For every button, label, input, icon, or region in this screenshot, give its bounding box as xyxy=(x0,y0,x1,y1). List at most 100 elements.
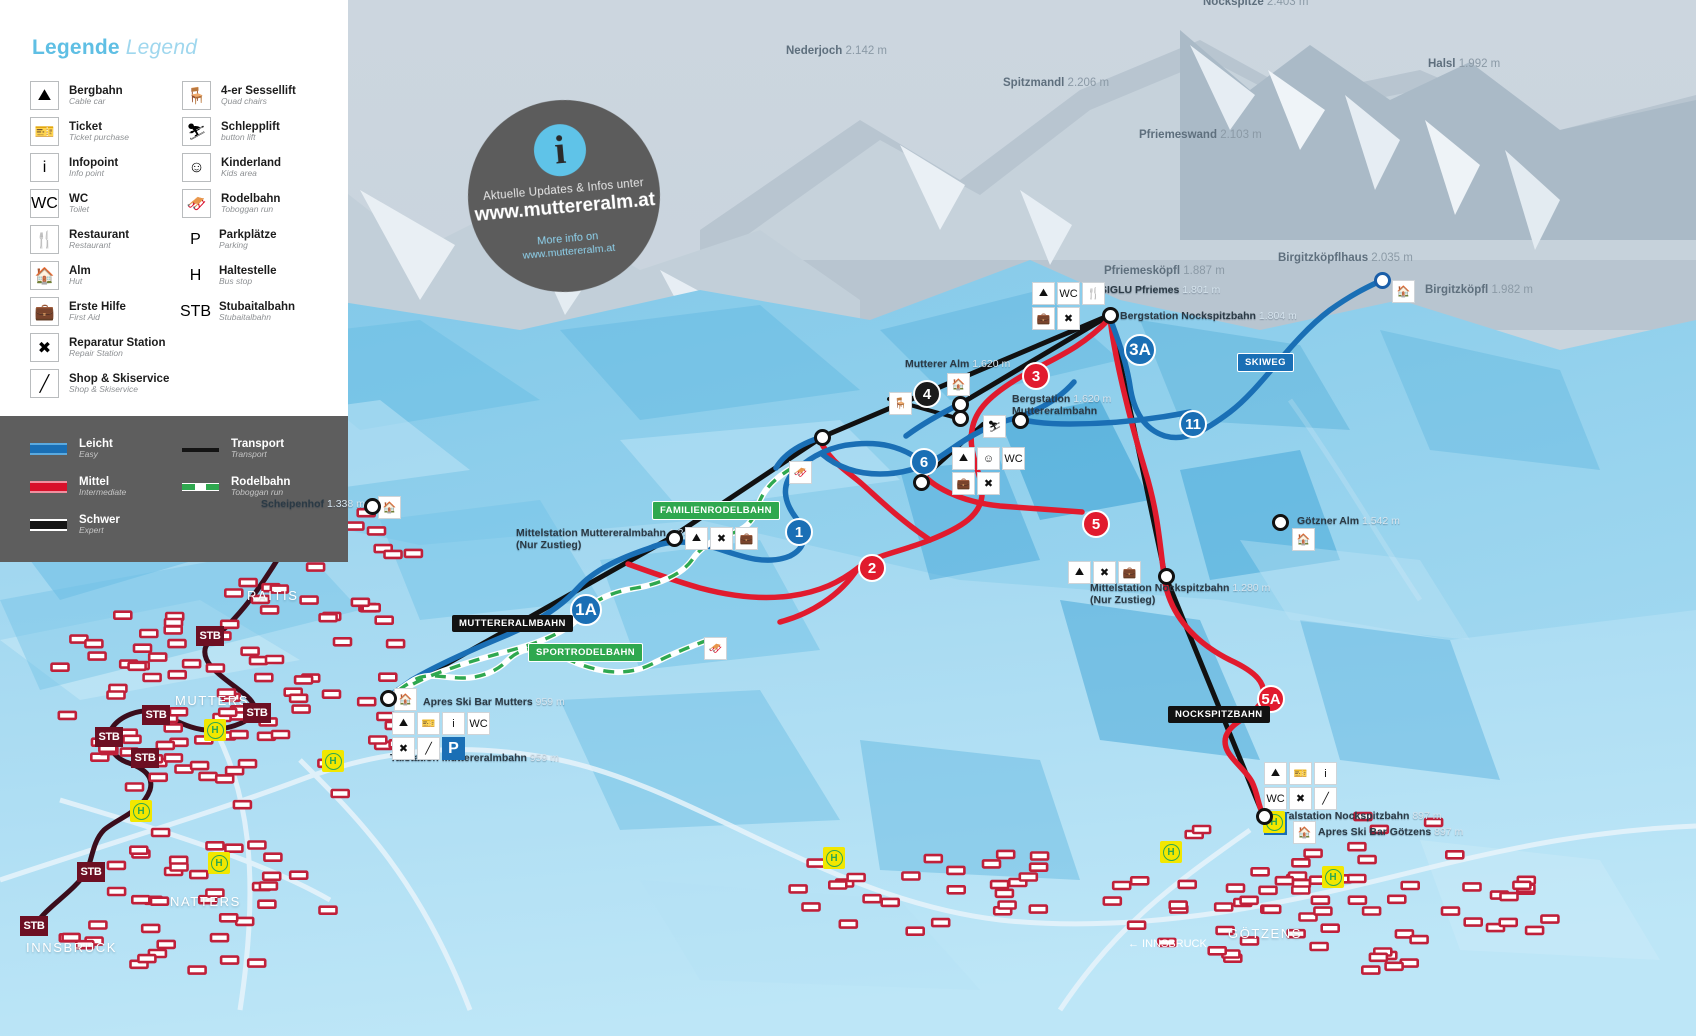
button-lift-icon-mutterer[interactable]: ⛷ xyxy=(983,415,1006,438)
bus-stop-icon[interactable]: H xyxy=(322,750,344,772)
stubaitalbahn-icon[interactable]: STB xyxy=(142,705,170,725)
hut-icon-apres-ski-mutters[interactable]: 🏠 xyxy=(394,688,417,711)
bus-stop-wrap: H xyxy=(130,800,152,822)
station-name: Apres Ski Bar Mutters xyxy=(423,696,533,708)
stb-label: STB xyxy=(246,707,267,719)
hut-icon-birgitzkoepflhaus[interactable]: 🏠 xyxy=(1392,280,1415,303)
info-circle-icon: i xyxy=(532,122,588,178)
piste-number-badge[interactable]: 6 xyxy=(910,448,938,476)
toboggan-line-icon xyxy=(182,483,219,491)
first-aid-icon[interactable]: 💼 xyxy=(952,472,975,495)
route-name-badge[interactable]: SPORTRODELBAHN xyxy=(528,643,643,662)
icon-glyph: i xyxy=(452,718,454,730)
hut-icon-goetzner-alm-wrap: 🏠 xyxy=(1292,528,1315,551)
piste-number-badge[interactable]: 1A xyxy=(570,594,602,626)
restaurant-icon[interactable]: 🍴 xyxy=(1082,282,1105,305)
cable-car-icon[interactable]: ⛰ xyxy=(952,447,975,470)
node-birgitzkoepflhaus[interactable] xyxy=(1374,272,1391,289)
bus-stop-icon[interactable]: H xyxy=(130,800,152,822)
node-goetzner-alm[interactable] xyxy=(1272,514,1289,531)
stubaitalbahn-icon[interactable]: STB xyxy=(20,916,48,936)
legend-item-ticket-icon: 🎫 Ticket Ticket purchase xyxy=(30,114,182,149)
wc-icon[interactable]: WC xyxy=(467,712,490,735)
stubaitalbahn-icon[interactable]: STB xyxy=(77,862,105,882)
first-aid-icon[interactable]: 💼 xyxy=(1118,561,1141,584)
cable-car-icon[interactable]: ⛰ xyxy=(1032,282,1055,305)
info-icon[interactable]: i xyxy=(442,712,465,735)
node-lift-6-base[interactable] xyxy=(913,474,930,491)
hut-icon-apres-ski-goetzens[interactable]: 🏠 xyxy=(1293,821,1316,844)
route-name-badge[interactable]: FAMILIENRODELBAHN xyxy=(652,501,780,520)
repair-station-icon[interactable]: ✖ xyxy=(1057,307,1080,330)
node-mittelstation-nockspitzbahn[interactable] xyxy=(1158,568,1175,585)
node-mutterer-alm-b[interactable] xyxy=(952,410,969,427)
kids-area-icon[interactable]: ☺ xyxy=(977,447,1000,470)
cable-car-icon[interactable]: ⛰ xyxy=(685,527,708,550)
piste-number-badge[interactable]: 1 xyxy=(785,518,813,546)
node-talstation-muttereralmbahn[interactable] xyxy=(380,690,397,707)
first-aid-icon[interactable]: 💼 xyxy=(735,527,758,550)
peak-altitude: 1.887 m xyxy=(1183,265,1225,277)
repair-station-icon[interactable]: ✖ xyxy=(1093,561,1116,584)
info-icon[interactable]: i xyxy=(1314,762,1337,785)
legend-column-difficulty: Leicht Easy Mittel Intermediate Schwer E… xyxy=(30,432,182,546)
ticket-icon[interactable]: 🎫 xyxy=(1289,762,1312,785)
piste-number-badge[interactable]: 2 xyxy=(858,554,886,582)
piste-number-badge[interactable]: 5 xyxy=(1082,510,1110,538)
node-talstation-sessellift[interactable] xyxy=(814,429,831,446)
icon-glyph: WC xyxy=(1266,793,1284,805)
bus-stop-icon[interactable]: H xyxy=(208,852,230,874)
piste-number-badge[interactable]: 11 xyxy=(1179,410,1207,438)
hut-icon-mutterer-alm[interactable]: 🏠 xyxy=(947,373,970,396)
cable-car-icon[interactable]: ⛰ xyxy=(1068,561,1091,584)
bus-stop-icon[interactable]: H xyxy=(823,847,845,869)
wc-icon: WC xyxy=(30,189,59,218)
route-name-badge[interactable]: SKIWEG xyxy=(1237,353,1294,372)
legend-item-first-aid-icon: 💼 Erste Hilfe First Aid xyxy=(30,294,182,329)
route-name-badge[interactable]: MUTTERERALMBAHN xyxy=(452,615,573,632)
piste-number-badge[interactable]: 3A xyxy=(1124,334,1156,366)
node-mittelstation-muttereralmbahn[interactable] xyxy=(666,530,683,547)
quad-chairlift-icon-mutterer[interactable]: 🪑 xyxy=(889,392,912,415)
wc-icon[interactable]: WC xyxy=(1057,282,1080,305)
toboggan-icon-sportrodelbahn[interactable]: 🛷 xyxy=(704,637,727,660)
cable-car-icon[interactable]: ⛰ xyxy=(1264,762,1287,785)
legend-item-ski-service-icon: ╱ Shop & Skiservice Shop & Skiservice xyxy=(30,366,182,401)
wc-icon[interactable]: WC xyxy=(1264,787,1287,810)
repair-station-icon[interactable]: ✖ xyxy=(977,472,1000,495)
station-label: Mittelstation Nockspitzbahn 1.280 m (Nur… xyxy=(1090,582,1270,606)
toboggan-icon-familienrodelbahn[interactable]: 🛷 xyxy=(789,461,812,484)
first-aid-icon[interactable]: 💼 xyxy=(1032,307,1055,330)
repair-station-icon[interactable]: ✖ xyxy=(1289,787,1312,810)
hut-icon-goetzner-alm[interactable]: 🏠 xyxy=(1292,528,1315,551)
legend-line-label-en: Toboggan run xyxy=(231,488,290,497)
bus-stop-wrap: H xyxy=(204,719,226,741)
stubaitalbahn-icon[interactable]: STB xyxy=(95,727,123,747)
wc-icon[interactable]: WC xyxy=(1002,447,1025,470)
ski-service-icon[interactable]: ╱ xyxy=(1314,787,1337,810)
piste-number-badge[interactable]: 4 xyxy=(913,380,941,408)
node-scheipenhof[interactable] xyxy=(364,498,381,515)
repair-station-icon[interactable]: ✖ xyxy=(392,737,415,760)
icon-glyph: ⛰ xyxy=(692,532,701,545)
node-talstation-nockspitzbahn[interactable] xyxy=(1256,808,1273,825)
stubaitalbahn-icon[interactable]: STB xyxy=(131,748,159,768)
node-bergstation-nockspitzbahn[interactable] xyxy=(1102,307,1119,324)
hut-icon-apres-ski-mutters-wrap: 🏠 xyxy=(394,688,417,711)
bus-stop-icon[interactable]: H xyxy=(1160,841,1182,863)
cable-car-icon[interactable]: ⛰ xyxy=(392,712,415,735)
icon-glyph: 🍴 xyxy=(1087,287,1101,300)
parking-icon[interactable]: P xyxy=(442,737,465,760)
repair-station-icon[interactable]: ✖ xyxy=(710,527,733,550)
node-bergstation-muttereralmbahn[interactable] xyxy=(1012,412,1029,429)
ticket-icon[interactable]: 🎫 xyxy=(417,712,440,735)
route-name-badge[interactable]: NOCKSPITZBAHN xyxy=(1168,706,1270,723)
bus-stop-icon[interactable]: H xyxy=(204,719,226,741)
ski-service-icon[interactable]: ╱ xyxy=(417,737,440,760)
stubaitalbahn-icon[interactable]: STB xyxy=(243,703,271,723)
bus-stop-icon[interactable]: H xyxy=(1322,866,1344,888)
peak-label: Nockspitze 2.403 m xyxy=(1203,0,1308,8)
hut-icon-scheipenhof[interactable]: 🏠 xyxy=(378,496,401,519)
piste-number-badge[interactable]: 3 xyxy=(1022,362,1050,390)
stubaitalbahn-icon[interactable]: STB xyxy=(196,626,224,646)
